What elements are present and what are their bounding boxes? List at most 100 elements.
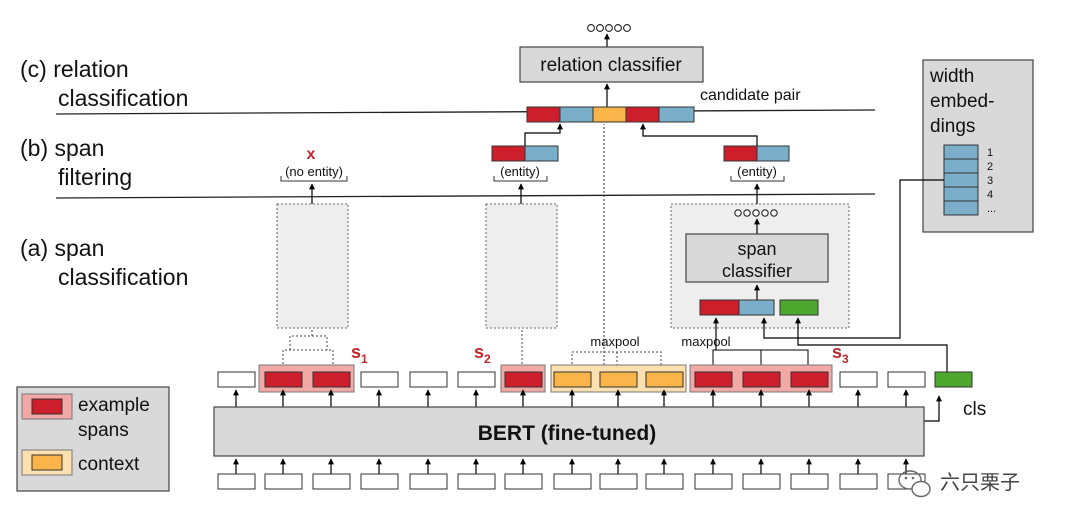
input-token <box>217 473 256 490</box>
entity-blue-segment <box>524 145 559 162</box>
bracket <box>280 176 348 182</box>
input-token <box>360 473 399 490</box>
input-token <box>742 473 781 490</box>
connector <box>640 123 758 146</box>
relation-output-circle <box>614 24 622 32</box>
stage-label-classification: (a) span <box>20 235 104 261</box>
pair-orange-segment <box>592 106 627 123</box>
span-classifier-placeholder <box>276 203 349 329</box>
width-embeddings-title: width <box>929 66 974 87</box>
width-index: ... <box>987 203 996 215</box>
span-output-circle <box>752 209 760 217</box>
output-token <box>887 371 926 388</box>
entity-label: (entity) <box>737 164 777 179</box>
input-token <box>312 473 351 490</box>
span-output-circle <box>761 209 769 217</box>
legend-example-spans-label: example <box>78 395 150 416</box>
legend-example-spans-swatch <box>31 398 63 415</box>
span-repr-blue <box>738 299 775 316</box>
output-token <box>409 371 448 388</box>
span-repr-red <box>699 299 740 316</box>
input-token <box>839 473 878 490</box>
stage-label-relation-cont: classification <box>58 85 188 111</box>
width-embedding-row <box>943 186 979 202</box>
span-repr-green <box>779 299 819 316</box>
span-output-circle <box>770 209 778 217</box>
width-embeddings-title: embed- <box>930 91 994 112</box>
watermark-text: 六只栗子 <box>940 471 1020 494</box>
pair-red-segment <box>526 106 561 123</box>
stage-label-relation: (c) relation <box>20 56 129 82</box>
legend-context-swatch <box>31 454 63 471</box>
output-token <box>742 371 781 388</box>
input-token <box>457 473 496 490</box>
relation-classifier-label: relation classifier <box>540 55 682 76</box>
width-connector <box>761 179 944 339</box>
output-token <box>504 371 543 388</box>
width-embedding-row <box>943 158 979 174</box>
relation-classifier-box <box>519 46 704 83</box>
divider-relation <box>55 109 876 115</box>
cls-token <box>934 371 973 388</box>
legend-context-label: context <box>78 454 140 475</box>
input-token <box>553 473 592 490</box>
candidate-pair-label: candidate pair <box>700 87 801 104</box>
bracket <box>730 176 785 182</box>
legend-example-spans-label: spans <box>78 420 129 441</box>
output-token <box>645 371 684 388</box>
span-classifier-label: span <box>737 239 776 259</box>
width-index: 2 <box>987 161 993 173</box>
entity-label: (entity) <box>500 164 540 179</box>
output-token <box>694 371 733 388</box>
width-embedding-row <box>943 172 979 188</box>
span-dotted-connector <box>282 335 334 368</box>
width-embedding-row <box>943 144 979 160</box>
relation-output-circle <box>605 24 613 32</box>
connector <box>524 123 563 146</box>
relation-output-circle <box>623 24 631 32</box>
output-token <box>790 371 829 388</box>
input-token <box>264 473 303 490</box>
output-token <box>264 371 303 388</box>
input-token <box>694 473 733 490</box>
cls-label: cls <box>963 399 986 420</box>
cls-arrow <box>924 395 942 422</box>
width-index: 1 <box>987 147 993 159</box>
entity-blue-segment <box>756 145 790 162</box>
span-id-s1: s1 <box>351 342 368 366</box>
relation-output-circle <box>596 24 604 32</box>
entity-red-segment <box>723 145 758 162</box>
cls-connector <box>795 317 948 372</box>
input-token <box>409 473 448 490</box>
output-token <box>599 371 638 388</box>
input-token <box>790 473 829 490</box>
output-token <box>839 371 878 388</box>
pair-blue-segment <box>658 106 695 123</box>
width-index: 4 <box>987 189 993 201</box>
output-token <box>217 371 256 388</box>
bert-encoder-box <box>213 406 925 457</box>
pair-red-segment <box>625 106 660 123</box>
output-token <box>553 371 592 388</box>
pair-blue-segment <box>559 106 594 123</box>
bracket <box>493 176 548 182</box>
input-token <box>504 473 543 490</box>
output-token <box>360 371 399 388</box>
maxpool-label: maxpool <box>681 334 730 349</box>
span-classifier-box <box>685 233 829 283</box>
stage-label-filtering: (b) span <box>20 135 104 161</box>
no-entity-mark: x <box>307 146 316 163</box>
span-output-circle <box>743 209 751 217</box>
divider-filtering <box>55 193 876 199</box>
span-id-s3: s3 <box>832 342 849 366</box>
span-classifier-placeholder <box>485 203 558 329</box>
relation-output-circle <box>587 24 595 32</box>
no-entity-label: (no entity) <box>285 164 343 179</box>
width-embeddings-title: dings <box>930 116 975 137</box>
input-token <box>645 473 684 490</box>
output-token <box>312 371 351 388</box>
maxpool-label: maxpool <box>590 334 639 349</box>
stage-label-filtering-cont: filtering <box>58 164 132 190</box>
entity-red-segment <box>491 145 526 162</box>
wechat-logo-icon <box>898 470 931 498</box>
